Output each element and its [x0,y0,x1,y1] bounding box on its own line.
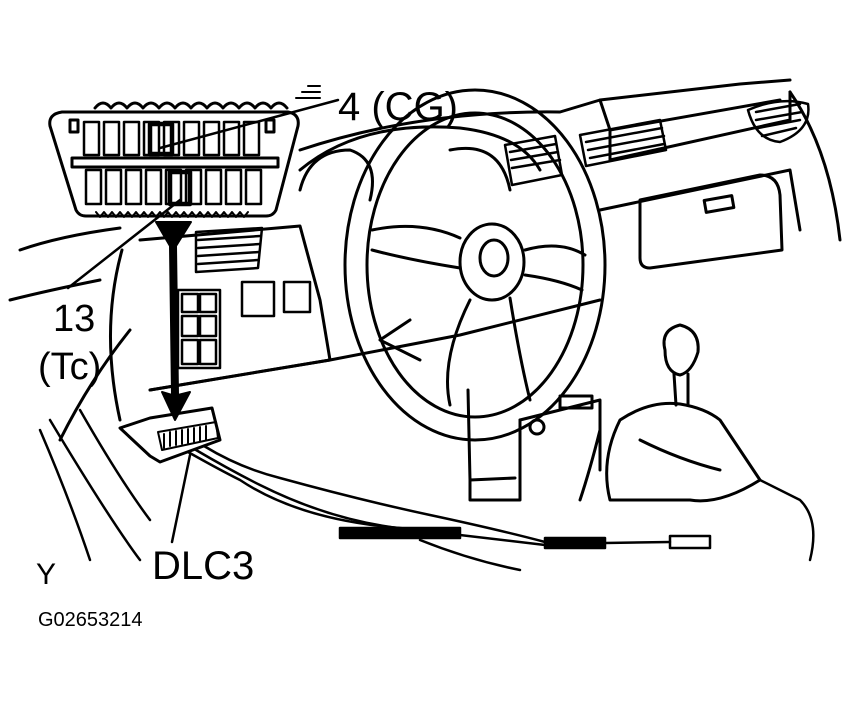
dash-right-lower [598,168,802,232]
connector-grip [93,101,289,110]
shift-boot-fold [578,428,722,502]
dash-right-face [788,90,842,242]
label-connector: DLC3 [152,544,255,588]
wheel-rim-inner [365,111,585,419]
shift-knob [662,323,700,377]
connector-tab-left [68,118,80,134]
wheel-spoke-right [523,244,587,292]
connector-divider [70,156,280,169]
vent-right [746,99,810,144]
glovebox-latch [702,194,736,214]
console-front [468,418,522,502]
console-switch [558,394,594,410]
connector-body [48,110,300,218]
steering-wheel [343,88,607,442]
console-face [518,398,602,472]
terminal-cg-highlight [147,121,175,157]
knee-panel [58,328,132,442]
knee-panel-2 [109,248,124,422]
dash-left-end [8,226,122,302]
leader-cg [158,98,340,150]
switch-block [176,280,312,370]
label-pin-tc-number: 13 [53,298,96,340]
dashboard [8,78,842,502]
cluster-gauge-right [448,146,512,192]
leader-tc [66,198,182,290]
wheel-rim-outer [343,88,607,442]
wheel-spoke-left [370,224,462,270]
vent-left [194,226,264,274]
terminal-row-lower [84,168,263,206]
diagnostic-cable [186,444,712,550]
steering-column [378,318,422,362]
label-pin-tc-name: (Tc) [38,346,102,388]
wheel-horn [478,238,510,278]
dlc3-connector-dash [118,406,222,464]
connector-tab-right [264,118,276,134]
leader-lines [66,85,340,544]
shift-boot [605,401,762,503]
terminal-tc-highlight [167,169,193,207]
cluster-hood [298,125,542,172]
wheel-spoke-bottom [446,296,532,407]
cluster-gauge-left [298,148,374,202]
pointer-arrow [155,221,192,421]
label-view-letter: Y [36,558,57,591]
cable-plug-end [668,534,712,550]
cable-tail [603,540,672,545]
motion-marks [295,85,321,99]
wheel-hub [458,222,526,302]
cable-plug-left [338,526,462,540]
connector-bottom-ridge [95,211,249,218]
cable-plug-mid [543,536,607,550]
vent-center-right [578,118,668,168]
label-figure-id: G02653214 [38,609,143,631]
shift-stem [672,372,690,407]
leader-dlc3 [170,453,192,544]
floor-lines [38,408,815,572]
label-pin-cg: 4 (CG) [338,85,458,129]
dash-glovebox [638,173,784,270]
gear-shifter [578,323,762,503]
